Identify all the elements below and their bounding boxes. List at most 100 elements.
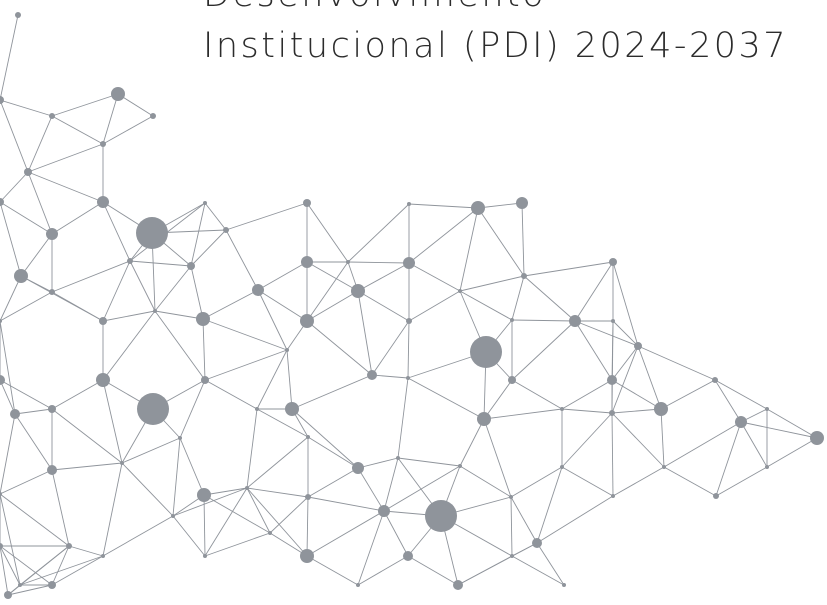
- mesh-edge: [561, 408, 613, 414]
- mesh-node: [713, 493, 719, 499]
- mesh-node: [120, 461, 124, 465]
- mesh-node: [560, 407, 564, 411]
- mesh-edge: [204, 532, 271, 557]
- mesh-edge: [357, 262, 410, 292]
- mesh-edge: [269, 496, 309, 534]
- mesh-edge: [102, 515, 174, 557]
- mesh-node: [516, 197, 528, 209]
- mesh-node: [305, 494, 311, 500]
- mesh-edge: [511, 379, 563, 410]
- mesh-edge: [714, 379, 742, 423]
- mesh-node: [197, 488, 211, 502]
- mesh-node: [510, 318, 514, 322]
- mesh-edges: [0, 14, 818, 596]
- mesh-edge: [0, 545, 21, 586]
- mesh-edge: [611, 379, 662, 410]
- mesh-node: [406, 318, 412, 324]
- mesh-edge: [51, 469, 70, 547]
- mesh-edge: [179, 379, 206, 439]
- mesh-edge: [225, 229, 259, 291]
- mesh-node: [15, 12, 21, 18]
- mesh-edge: [0, 545, 53, 586]
- mesh-edge: [714, 379, 768, 410]
- mesh-node: [634, 342, 642, 350]
- mesh-node: [378, 505, 390, 517]
- mesh-node: [300, 549, 314, 563]
- mesh-edge: [357, 467, 385, 512]
- mesh-edge: [660, 379, 716, 410]
- mesh-edge: [51, 201, 104, 235]
- mesh-edge: [51, 115, 104, 145]
- mesh-node: [255, 407, 259, 411]
- mesh-node: [406, 376, 410, 380]
- mesh-edge: [51, 408, 123, 464]
- mesh-edge: [574, 320, 613, 381]
- mesh-edge: [0, 413, 16, 495]
- mesh-node: [470, 336, 502, 368]
- mesh-edge: [357, 555, 409, 586]
- mesh-edge: [660, 408, 665, 468]
- mesh-edge: [574, 320, 639, 347]
- mesh-edge: [7, 584, 53, 596]
- mesh-edge: [256, 408, 309, 438]
- mesh-edge: [766, 408, 818, 439]
- mesh-node: [569, 315, 581, 327]
- mesh-node: [609, 410, 615, 416]
- mesh-edge: [257, 289, 308, 322]
- mesh-node: [96, 373, 110, 387]
- mesh-edge: [407, 377, 485, 420]
- mesh-node: [178, 436, 182, 440]
- mesh-node: [458, 464, 462, 468]
- mesh-node: [47, 465, 57, 475]
- mesh-node: [14, 269, 28, 283]
- mesh-edge: [407, 320, 410, 379]
- mesh-edge: [68, 545, 104, 557]
- mesh-node: [356, 583, 360, 587]
- mesh-edge: [611, 412, 614, 497]
- mesh-node: [403, 257, 415, 269]
- mesh-node: [654, 402, 668, 416]
- mesh-edge: [257, 261, 308, 291]
- mesh-node: [196, 312, 210, 326]
- title-line-1: Desenvolvimento: [203, 0, 788, 21]
- mesh-node: [611, 494, 615, 498]
- mesh-edge: [357, 510, 385, 586]
- mesh-edge: [202, 318, 206, 381]
- mesh-edge: [511, 319, 576, 322]
- mesh-edge: [561, 466, 614, 497]
- mesh-edge: [51, 545, 70, 586]
- mesh-edge: [612, 320, 639, 347]
- mesh-nodes: [0, 12, 824, 599]
- mesh-node: [396, 456, 400, 460]
- mesh-edge: [637, 345, 716, 381]
- mesh-edge: [477, 207, 525, 277]
- mesh-node: [765, 465, 769, 469]
- mesh-node: [153, 309, 157, 313]
- mesh-edge: [246, 487, 308, 557]
- mesh-node: [562, 583, 566, 587]
- mesh-edge: [307, 436, 359, 469]
- mesh-node: [99, 317, 107, 325]
- mesh-edge: [766, 437, 818, 468]
- mesh-edge: [102, 201, 131, 262]
- mesh-node: [407, 202, 411, 206]
- mesh-node: [10, 409, 20, 419]
- mesh-edge: [0, 320, 16, 415]
- mesh-edge: [0, 379, 16, 415]
- mesh-node: [303, 199, 311, 207]
- mesh-edge: [307, 467, 359, 498]
- mesh-edge: [383, 457, 399, 512]
- mesh-edge: [14, 408, 53, 415]
- mesh-edge: [102, 379, 123, 464]
- mesh-edge: [715, 466, 768, 497]
- mesh-edge: [179, 437, 205, 496]
- page-title: Desenvolvimento Institucional (PDI) 2024…: [203, 0, 788, 72]
- mesh-node: [477, 412, 491, 426]
- mesh-edge: [371, 374, 409, 379]
- mesh-edge: [523, 275, 576, 322]
- mesh-edge: [306, 510, 385, 557]
- mesh-node: [49, 289, 55, 295]
- mesh-edge: [347, 261, 410, 264]
- mesh-node: [810, 431, 824, 445]
